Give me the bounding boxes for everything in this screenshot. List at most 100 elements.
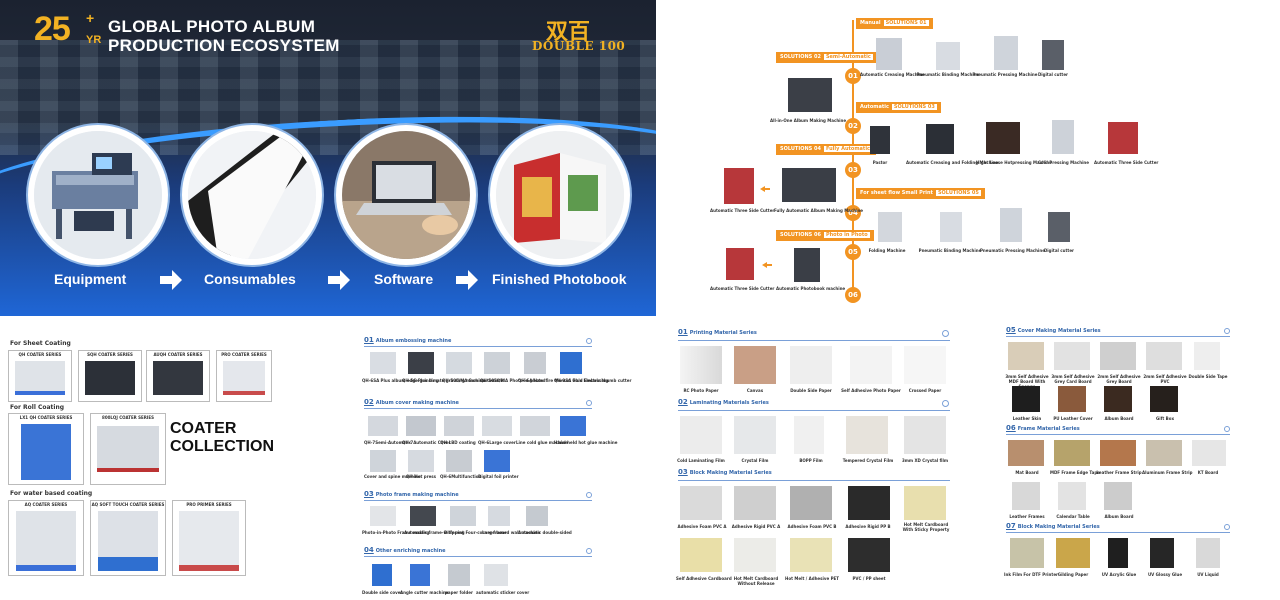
machine-image [782,168,836,202]
flow-node-02: 02 [845,118,861,134]
coater-image [97,426,159,472]
arrow-right-icon [328,270,350,290]
material-image [1008,440,1044,466]
material-image [1010,538,1044,568]
material-image [680,416,722,454]
arrow-left-icon [760,186,770,192]
material-image [1054,440,1090,466]
machine-image [926,124,954,154]
material-label: Album Board [1104,514,1134,519]
section-divider [364,408,592,409]
material-image [1054,342,1090,370]
machine-image [876,38,902,70]
machine-image [446,352,472,374]
machine-image [1048,212,1070,242]
material-label: Leather Frame Strip [1096,470,1142,475]
material-image [734,416,776,454]
material-label: Adhesive Foam PVC B [787,524,837,529]
target-icon [942,330,949,337]
coater-card: QH COATER SERIES [8,350,72,402]
material-label: Tempered Crystal Film [842,458,894,463]
machine-image [870,126,890,154]
coater-series-label: 800LQJ COATER SERIES [102,415,154,420]
machine-label: Fully Automatic Album Making Machine [774,208,864,213]
material-image [846,416,888,454]
coater-series-label: AQ SOFT TOUCH COATER SERIES [91,502,165,507]
section-divider [364,556,592,557]
machine-label: Folding Machine [868,248,906,253]
material-image [1146,342,1182,370]
material-label: Adhesive Rigid PP B [845,524,891,529]
material-label: Crystal Film [741,458,769,463]
machine-label: Automatic Three Side Cutter [710,286,775,291]
machine-label: QH-6SA Plus album edge-grinding [362,378,439,383]
consumables-image [182,125,322,265]
machine-image [724,168,754,204]
material-label: Crossed Paper [908,388,942,393]
material-image [790,346,832,384]
machine-label: Photo-in-Photo Frame making [362,530,430,535]
material-image [1104,386,1132,412]
section-divider [678,340,950,341]
machine-label: Pneumatic Binding Machine [918,248,982,253]
material-label: Calendar Table [1056,514,1090,519]
photobook-image [490,125,630,265]
material-image [1146,440,1182,466]
coater-card: SQH COATER SERIES [78,350,142,402]
machine-image [370,352,396,374]
water-coating-heading: For water based coating [10,490,93,497]
machine-image [482,416,512,436]
machine-image [370,450,396,472]
coater-series-label: LX1 QH COATER SERIES [19,415,73,420]
material-image [1192,440,1226,466]
machine-label: QH-6A Handfire Manual Gold Embossing [518,378,609,383]
sheet-coating-heading: For Sheet Coating [10,340,71,347]
machine-image [446,450,472,472]
material-label: Leather Skin [1012,416,1042,421]
machine-label: Automatic Three Side Cutter [710,208,775,213]
machine-label: Large board wall machine [482,530,541,535]
software-image [336,125,476,265]
material-label: UV Liquid [1197,572,1219,577]
material-image [680,346,722,384]
machine-image [986,122,1020,154]
material-image [1194,342,1220,370]
machine-image [372,564,392,586]
machine-image [370,506,396,526]
coater-card: AUQH COATER SERIES [146,350,210,402]
machine-label: Pneumatic Pressing Machine [972,72,1038,77]
machine-label: Automatic Three Side Cutter [1094,160,1159,165]
machine-image [520,416,550,436]
machine-label: Automatic Creasing and Folding Machine [906,160,999,165]
material-label: 2mm Self Adhesive Grey Board [1097,374,1141,384]
coater-series-label: QH COATER SERIES [18,352,62,357]
machine-label: QH-7Semi-Automatic [364,440,412,445]
coater-card: 800LQJ COATER SERIES [90,413,166,485]
material-image [848,538,890,572]
machine-label: Hight Loose Hotpressing Machine [976,160,1052,165]
coater-card: LX1 QH COATER SERIES [8,413,84,485]
machine-image [994,36,1018,70]
flow-node-06: 06 [845,287,861,303]
hero-banner: 25 + YR GLOBAL PHOTO ALBUM PRODUCTION EC… [0,0,656,316]
material-image [790,538,832,572]
material-image [1108,538,1128,568]
machine-image [444,416,474,436]
coater-image [21,424,71,480]
coater-image [15,361,65,395]
material-label: RC Photo Paper [683,388,719,393]
machine-image [484,564,508,586]
machine-image [408,352,434,374]
machine-image [1108,122,1138,154]
